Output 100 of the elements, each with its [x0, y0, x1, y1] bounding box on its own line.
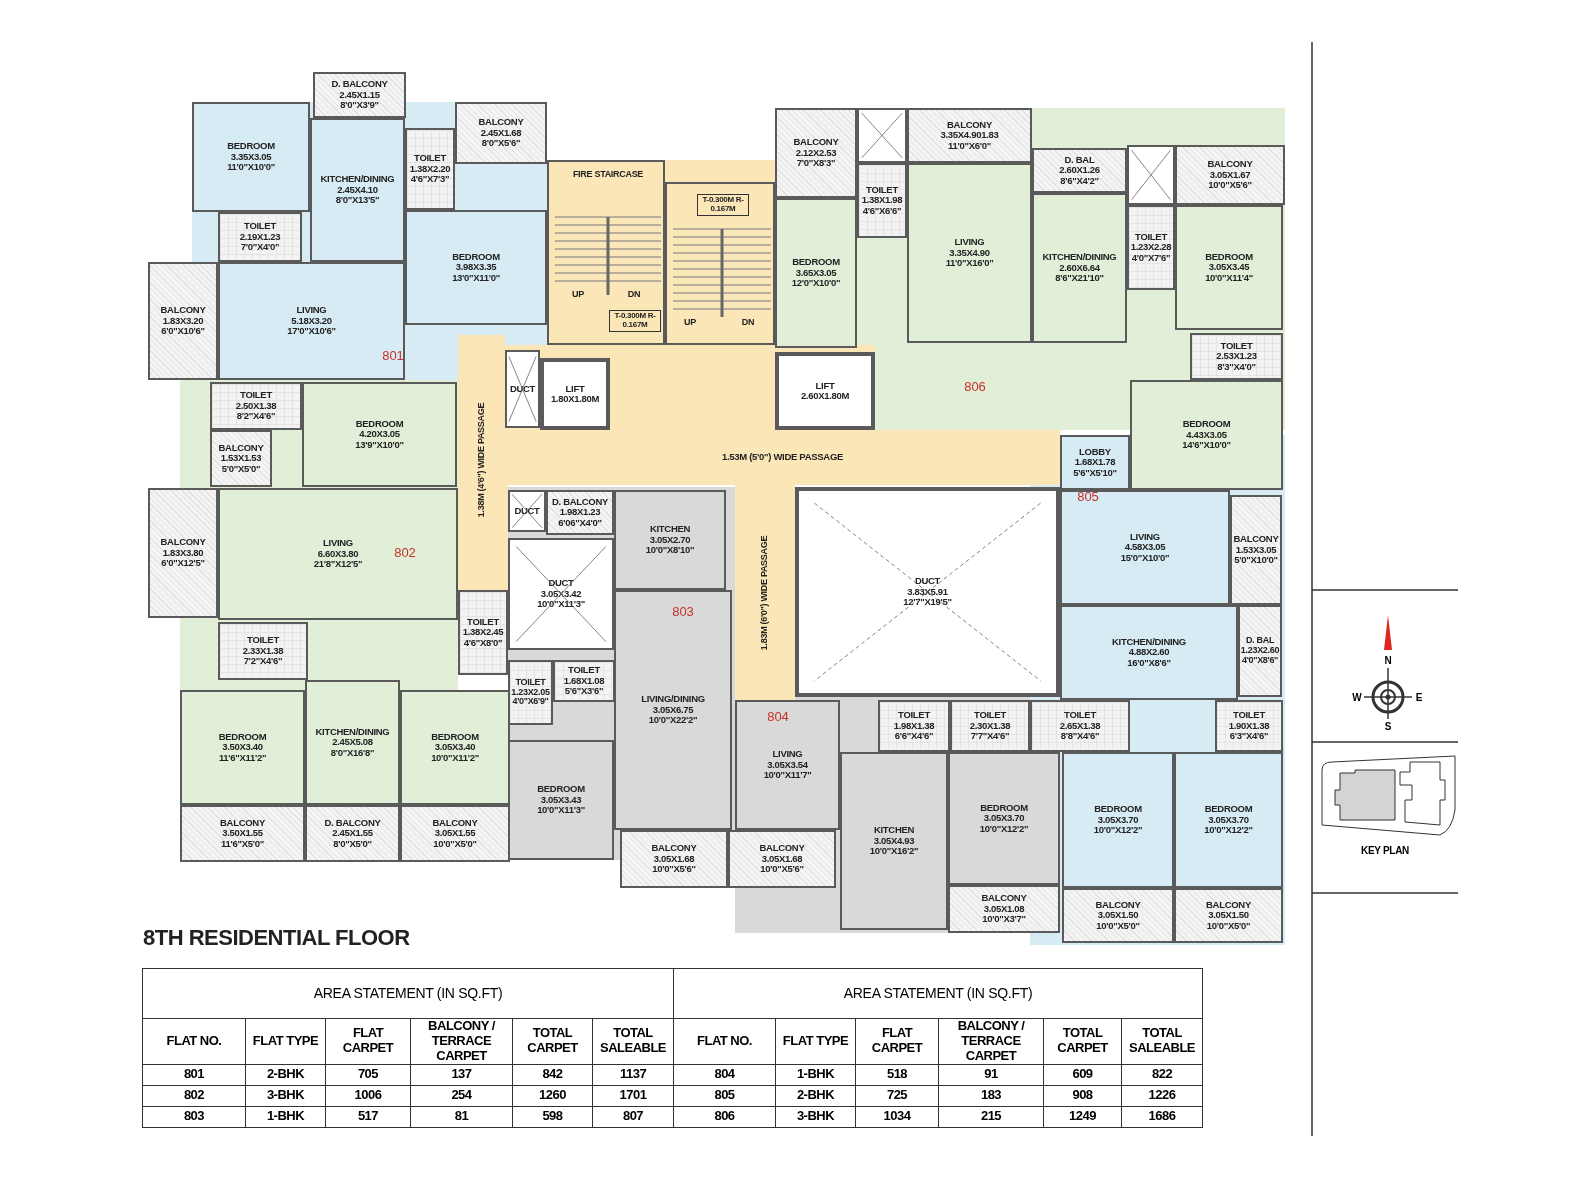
room-label: BEDROOM — [1182, 419, 1231, 430]
balcony-area — [180, 805, 305, 862]
room-size: 6.60X3.80 — [317, 548, 359, 560]
table-value: 1006 — [325, 1085, 411, 1107]
room-size: 3.35X4.90 — [949, 247, 990, 259]
room-size: 2.30X1.38 — [969, 720, 1011, 732]
room-area — [1060, 605, 1238, 700]
room-label: BEDROOM — [452, 251, 500, 263]
room-size: 8'6"X21'10" — [1055, 273, 1104, 284]
staircase — [665, 182, 775, 345]
room-size: 7'7"X4'6" — [970, 731, 1010, 742]
stair-direction: DN — [740, 318, 756, 328]
balcony-area — [728, 830, 836, 888]
balcony-area — [1175, 145, 1285, 205]
room-label: D. BAL — [1064, 154, 1095, 166]
room-size: 10'0"X3'7" — [982, 914, 1026, 925]
column-header: TOTAL SALEABLE — [592, 1018, 674, 1065]
room-size: 2.19X1.23 — [239, 231, 281, 243]
room-size: 2.12X2.53 — [795, 147, 837, 159]
stair-direction: UP — [683, 318, 697, 328]
room-label: BALCONY — [1207, 159, 1253, 170]
room-area — [192, 102, 310, 212]
room-size: 1.68X1.08 — [563, 675, 605, 687]
room-size: 2.65X1.38 — [1059, 720, 1101, 732]
room-size: 3.05X3.70 — [1208, 814, 1249, 826]
table-value: 842 — [512, 1064, 593, 1086]
room-label: BALCONY — [478, 117, 524, 128]
duct-shaft — [508, 538, 614, 650]
room-size: 3.05X1.68 — [761, 853, 803, 865]
room-size: 1.98X1.38 — [893, 720, 935, 732]
table-value: 802 — [142, 1085, 246, 1107]
room-label: BALCONY — [160, 537, 206, 548]
room-label: TOILET — [866, 184, 898, 196]
room-size: 17'0"X10'6" — [287, 326, 336, 337]
room-size: 2.60X6.64 — [1059, 262, 1100, 274]
toilet-area — [508, 660, 553, 725]
room-size: 3.50X1.55 — [222, 828, 263, 839]
balcony-area — [1062, 888, 1174, 943]
room-label: TOILET — [1233, 710, 1265, 721]
room-size: 1.83X3.80 — [162, 547, 204, 559]
room-area — [735, 700, 840, 830]
room-label: BALCONY — [981, 893, 1027, 904]
room-size: 4.88X2.60 — [1128, 647, 1170, 658]
room-label: TOILET — [1220, 340, 1253, 352]
stair-direction: UP — [571, 290, 585, 300]
room-label: KITCHEN — [649, 524, 691, 535]
key-plan-label: KEY PLAN — [1361, 844, 1409, 856]
room-size: 2.45X1.15 — [339, 89, 380, 101]
duct-shaft — [505, 350, 540, 428]
room-label: BEDROOM — [1094, 804, 1142, 815]
room-size: 4'6"X8'0" — [463, 637, 503, 649]
room-area — [1062, 752, 1174, 888]
room-label: BALCONY — [759, 843, 805, 854]
room-label: LIFT — [815, 380, 835, 391]
room-label: DUCT — [514, 505, 540, 517]
room-size: 1.90X1.38 — [1228, 720, 1270, 732]
room-area — [1060, 435, 1130, 490]
room-area — [218, 488, 458, 620]
room-size: 11'0"X6'0" — [948, 140, 991, 152]
room-label: BEDROOM — [431, 731, 479, 743]
room-area — [305, 680, 400, 805]
room-size: 3.05X2.70 — [649, 534, 691, 546]
balcony-area — [148, 262, 218, 380]
room-size: 3.05X3.70 — [1097, 814, 1139, 826]
room-size: 1.38X2.20 — [409, 163, 451, 175]
column-header: FLAT TYPE — [245, 1018, 326, 1065]
table-value: 81 — [410, 1106, 513, 1128]
toilet-area — [857, 163, 907, 238]
room-label: LIVING/DINING — [641, 694, 705, 705]
room-size: 10'0"X12'2" — [979, 823, 1029, 835]
room-label: BALCONY — [160, 305, 206, 316]
table-value: 806 — [673, 1106, 776, 1128]
room-size: 2.45X4.10 — [337, 184, 378, 196]
table-value: 2-BHK — [775, 1085, 856, 1107]
room-size: 10'0"X11'3" — [537, 599, 585, 610]
room-label: TOILET — [244, 221, 276, 232]
table-value: 1226 — [1121, 1085, 1203, 1107]
room-size: 1.23X2.28 — [1130, 242, 1172, 253]
passage-label: 1.53M (5'0") WIDE PASSAGE — [721, 452, 843, 463]
room-size: 4.58X3.05 — [1124, 542, 1166, 553]
room-label: LIVING — [1130, 531, 1160, 543]
room-size: 6'6"X4'6" — [894, 731, 934, 742]
room-size: 3.05X1.50 — [1097, 910, 1139, 921]
balcony-area — [1230, 495, 1282, 605]
room-size: 8'8"X4'6" — [1060, 731, 1100, 742]
toilet-area — [218, 212, 302, 262]
room-size: 1.68X1.78 — [1074, 457, 1116, 468]
column-header: FLAT NO. — [673, 1018, 776, 1065]
compass-letter: W — [1352, 691, 1362, 703]
column-header: TOTAL CARPET — [1043, 1018, 1122, 1065]
balcony-area — [1174, 888, 1283, 943]
room-size: 2.45X5.08 — [332, 737, 373, 748]
flat-number: 806 — [964, 378, 986, 394]
room-size: 1.80X1.80M — [550, 394, 600, 405]
room-size: 1.83X3.20 — [162, 315, 204, 327]
table-value: 1-BHK — [775, 1064, 856, 1086]
room-area — [775, 198, 857, 348]
room-size: 7'2"X4'6" — [243, 656, 283, 667]
room-label: TOILET — [247, 635, 279, 646]
table-value: 609 — [1043, 1064, 1122, 1086]
